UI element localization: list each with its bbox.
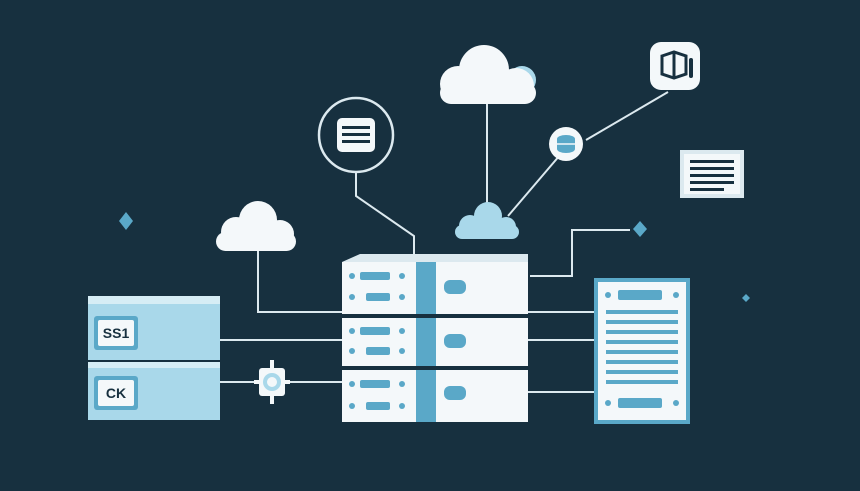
cloud-top [440, 45, 536, 104]
right-server-panel [594, 278, 690, 424]
line-doc-to-server [355, 172, 415, 256]
connector-lines [220, 91, 669, 393]
line-server-to-right [530, 229, 630, 277]
document-icon [317, 96, 395, 174]
line-cloud-left-to-server [257, 250, 345, 313]
left-storage-stack: SS1 CK [88, 296, 220, 420]
cloud-left [216, 201, 296, 251]
sparkle-left [119, 212, 133, 230]
storage-box-ss1: SS1 [88, 296, 220, 360]
gear-node-icon [254, 360, 290, 404]
central-server-rack [342, 254, 528, 422]
sparkle-far-right [742, 294, 750, 302]
cloud-icon [216, 45, 536, 251]
cube-icon [650, 42, 700, 90]
server-unit-3 [342, 370, 528, 422]
database-icon [549, 127, 583, 161]
line-cube-to-db [585, 91, 669, 141]
ss1-label: SS1 [103, 325, 130, 341]
cloud-mid [455, 202, 519, 239]
storage-box-ck: CK [88, 362, 220, 420]
monitor-icon [680, 150, 744, 198]
ck-label: CK [106, 385, 126, 401]
sparkle-right [633, 221, 647, 237]
line-db-to-mid-cloud [507, 147, 567, 217]
server-unit-2 [342, 318, 528, 366]
sparkle-icon [119, 212, 750, 302]
server-unit-1 [342, 262, 528, 314]
